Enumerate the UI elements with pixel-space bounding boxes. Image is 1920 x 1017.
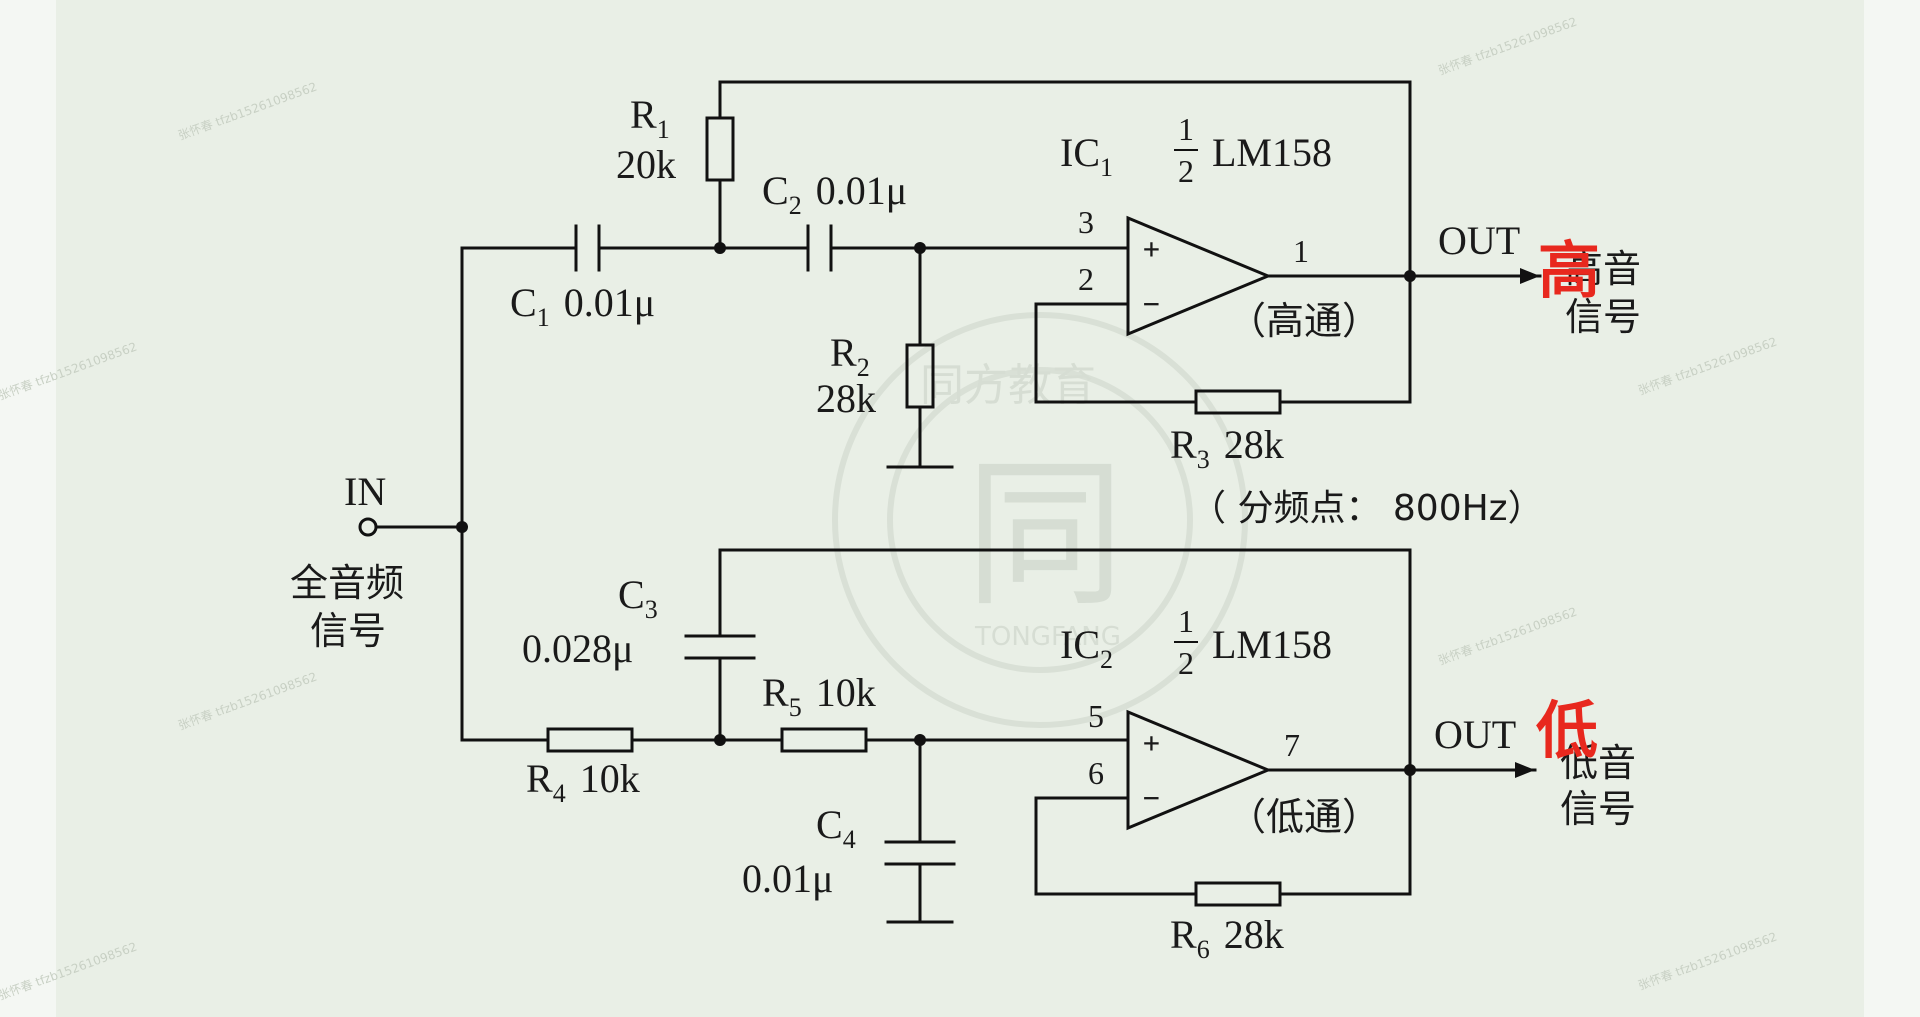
label-c3: C3 0.028μ	[522, 572, 658, 671]
annotation-low: 低	[1536, 694, 1598, 767]
svg-text:R2: R2	[830, 330, 870, 382]
watermark-tile: 张怀春 tfzb15261098562	[176, 80, 319, 143]
resistor-r5	[780, 727, 868, 753]
svg-text:2: 2	[1178, 153, 1194, 189]
svg-text:C4: C4	[816, 802, 856, 854]
label-ic1: IC1 1 2 LM158 （高通）	[1060, 111, 1380, 343]
ic2-mode: （低通）	[1228, 795, 1380, 839]
in-desc-line2: 信号	[310, 609, 386, 653]
ic2-plus-sign: +	[1143, 726, 1160, 759]
out-high-line1: 高音	[1565, 247, 1641, 291]
watermark-tile: 张怀春 tfzb15261098562	[176, 670, 319, 733]
resistor-r3	[1194, 389, 1282, 415]
svg-text:1: 1	[1178, 111, 1194, 147]
label-c4: C4 0.01μ	[742, 802, 856, 901]
out-low-line1: 低音	[1560, 741, 1636, 785]
annotation-high: 高	[1538, 234, 1600, 307]
ic2-minus-sign: −	[1143, 781, 1160, 814]
ic1-minus-sign: −	[1143, 287, 1160, 320]
label-in: IN 全音频 信号	[290, 469, 404, 653]
capacitor-c1	[574, 224, 601, 272]
resistor-r1	[705, 116, 735, 182]
in-label: IN	[344, 469, 386, 514]
r1-value: 20k	[616, 142, 676, 187]
pin-7: 7	[1284, 727, 1300, 763]
opamp-ic2	[1126, 709, 1272, 831]
out-high-line2: 信号	[1565, 295, 1641, 339]
capacitor-c3	[684, 634, 756, 660]
label-r2: R2 28k	[816, 330, 876, 421]
watermark-seal-center: 同	[965, 441, 1125, 628]
out-low-line2: 信号	[1560, 787, 1636, 831]
watermark-seal-bottom: TONGFANG	[974, 622, 1121, 652]
capacitor-c4	[884, 840, 956, 866]
svg-text:C10.01μ: C10.01μ	[510, 280, 655, 332]
pin-6: 6	[1088, 755, 1104, 791]
r2-value: 28k	[816, 376, 876, 421]
ic1-part: LM158	[1212, 130, 1332, 175]
resistor-r2	[905, 343, 935, 409]
output-high: OUT 高音 信号	[1438, 218, 1641, 339]
diagram-panel	[56, 0, 1864, 1017]
ic1-mode: （高通）	[1228, 299, 1380, 343]
input-terminal	[358, 517, 378, 537]
label-ic2: IC2 1 2 LM158 （低通）	[1060, 603, 1380, 839]
pin-3: 3	[1078, 204, 1094, 240]
svg-text:R1: R1	[630, 92, 670, 144]
svg-text:IC1: IC1	[1060, 130, 1113, 182]
pin-2: 2	[1078, 261, 1094, 297]
svg-text:C3: C3	[618, 572, 658, 624]
svg-text:C20.01μ: C20.01μ	[762, 168, 907, 220]
svg-text:IC2: IC2	[1060, 622, 1113, 674]
resistor-r6	[1194, 881, 1282, 907]
pin-5: 5	[1088, 698, 1104, 734]
c3-value: 0.028μ	[522, 626, 633, 671]
output-low: OUT 低音 信号	[1434, 712, 1636, 831]
out-label-low: OUT	[1434, 712, 1516, 757]
watermark-tile: 张怀春 tfzb15261098562	[1636, 335, 1779, 398]
resistor-r4	[546, 727, 634, 753]
pin-1: 1	[1293, 233, 1309, 269]
watermark-tile: 张怀春 tfzb15261098562	[0, 340, 139, 403]
watermark-tile: 张怀春 tfzb15261098562	[1436, 605, 1579, 668]
c4-value: 0.01μ	[742, 856, 833, 901]
ic1-plus-sign: +	[1143, 232, 1160, 265]
watermark-seal: 同方教育 同 TONGFANG	[832, 312, 1248, 728]
watermark-tile: 张怀春 tfzb15261098562	[0, 940, 139, 1003]
watermark-tile: 张怀春 tfzb15261098562	[1436, 15, 1579, 78]
capacitor-c2	[806, 224, 833, 272]
ic2-part: LM158	[1212, 622, 1332, 667]
watermark-tile: 张怀春 tfzb15261098562	[1636, 930, 1779, 993]
out-label-high: OUT	[1438, 218, 1520, 263]
in-desc-line1: 全音频	[290, 561, 404, 605]
wires	[374, 80, 1542, 924]
svg-text:2: 2	[1178, 645, 1194, 681]
crossover-note: （ 分频点： 800Hz）	[1190, 488, 1544, 529]
opamp-ic1	[1126, 215, 1272, 337]
label-r1: R1 20k	[616, 92, 676, 187]
svg-text:1: 1	[1178, 603, 1194, 639]
